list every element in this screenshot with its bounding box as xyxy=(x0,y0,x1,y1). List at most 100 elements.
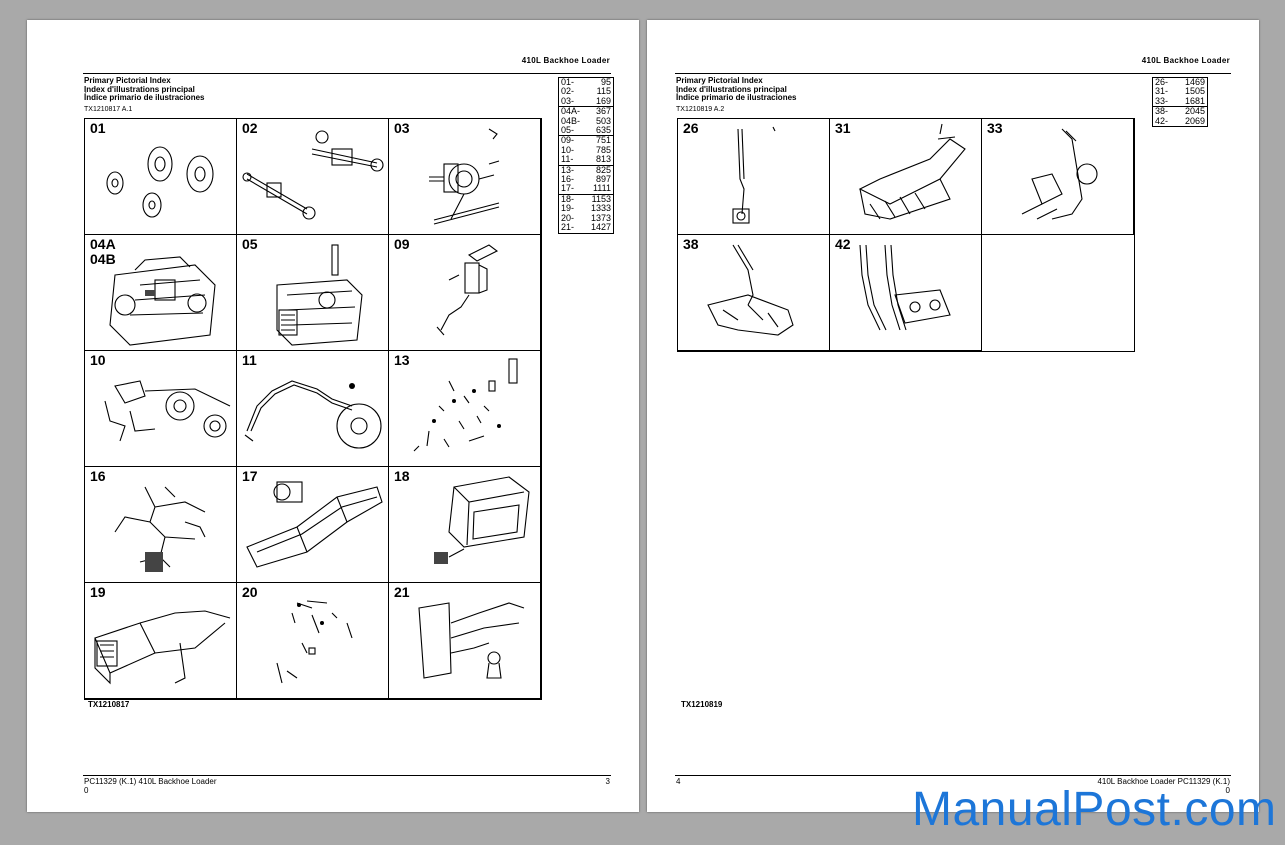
illustration-label: 31 xyxy=(835,120,851,136)
reference-row: 01-95 xyxy=(559,77,614,88)
tx-bottom-reference: TX1210819 xyxy=(681,700,723,709)
illustration-drawing xyxy=(106,146,214,218)
page-number: 3 xyxy=(605,777,610,786)
reference-page: 367 xyxy=(595,106,611,117)
footer-sub: 0 xyxy=(84,786,89,795)
illustration-label: 11 xyxy=(242,352,257,368)
header-rule xyxy=(675,73,1231,74)
illustration-drawing xyxy=(858,123,966,220)
header-rule xyxy=(83,73,611,74)
reference-section: 26- xyxy=(1155,77,1169,87)
index-heading-en: Primary Pictorial Index xyxy=(84,76,171,85)
reference-section: 03- xyxy=(561,95,575,106)
illustration-label: 13 xyxy=(394,352,410,368)
reference-page: 95 xyxy=(600,77,611,87)
reference-row: 18-1153 xyxy=(559,194,614,204)
illustration-drawing xyxy=(418,602,525,679)
illustration-label: 26 xyxy=(683,120,699,136)
reference-row: 05-635 xyxy=(559,125,614,136)
reference-row: 21-1427 xyxy=(559,222,614,233)
illustration-cell[interactable]: 17 xyxy=(237,467,389,583)
page-number: 4 xyxy=(676,777,681,786)
illustration-drawing xyxy=(109,256,216,346)
illustration-drawing xyxy=(276,244,363,346)
left-page: 410L Backhoe Loader Primary Pictorial In… xyxy=(27,20,639,812)
reference-page: 1153 xyxy=(591,193,611,204)
reference-row: 09-751 xyxy=(559,136,614,146)
reference-row: 19- 1333 xyxy=(559,203,614,214)
illustration-drawing xyxy=(429,128,500,225)
illustration-label: 21 xyxy=(394,584,410,600)
index-heading-es: Índice primario de ilustraciones xyxy=(676,93,797,102)
illustration-cell[interactable]: 13 xyxy=(389,351,541,467)
illustration-cell[interactable]: 02 xyxy=(237,119,389,235)
illustration-cell[interactable]: 10 xyxy=(85,351,237,467)
illustration-drawing xyxy=(859,244,951,331)
illustration-label: 18 xyxy=(394,468,410,484)
illustration-drawing xyxy=(276,600,353,684)
reference-row: 04B-503 xyxy=(559,116,614,126)
reference-section: 19- xyxy=(561,203,575,214)
reference-row: 17-1111 xyxy=(559,184,614,194)
illustration-cell[interactable]: 42 xyxy=(830,235,982,351)
index-heading-en: Primary Pictorial Index xyxy=(676,76,763,85)
illustration-drawing xyxy=(707,244,794,336)
illustration-cell[interactable]: 09 xyxy=(389,235,541,351)
illustration-label: 38 xyxy=(683,236,699,252)
illustration-cell[interactable]: 19 xyxy=(85,583,237,699)
reference-section: 04A- xyxy=(561,106,581,117)
reference-row: 11-813 xyxy=(559,155,614,165)
reference-page: 1505 xyxy=(1184,86,1205,97)
illustration-label: 05 xyxy=(242,236,258,252)
illustration-cell[interactable]: 16 xyxy=(85,467,237,583)
illustration-drawing xyxy=(246,481,383,568)
illustration-drawing xyxy=(436,244,499,336)
reference-row: 03-169 xyxy=(559,95,614,107)
illustration-cell[interactable]: 11 xyxy=(237,351,389,467)
index-heading-fr: Index d'illustrations principal xyxy=(676,84,787,94)
model-title: 410L Backhoe Loader xyxy=(1141,56,1230,65)
reference-page: 1333 xyxy=(590,203,611,214)
reference-section: 09- xyxy=(561,135,575,146)
illustration-cell[interactable]: 21 xyxy=(389,583,541,699)
illustration-drawing xyxy=(104,380,231,442)
reference-page: 1469 xyxy=(1184,77,1205,87)
tx-reference: TX1210819 A.2 xyxy=(676,106,725,113)
illustration-cell[interactable]: 18 xyxy=(389,467,541,583)
illustration-drawing xyxy=(242,130,384,220)
illustration-cell[interactable]: 31 xyxy=(830,119,982,235)
reference-page: 2045 xyxy=(1184,106,1205,117)
reference-row: 31-1505 xyxy=(1153,86,1208,97)
illustration-cell[interactable]: 26 xyxy=(678,119,830,235)
footer-sub: 0 xyxy=(1225,786,1230,795)
tx-bottom-reference: TX1210817 xyxy=(88,700,130,709)
illustration-cell[interactable]: 04A 04B xyxy=(85,235,237,351)
reference-page: 1681 xyxy=(1184,95,1205,106)
illustration-cell[interactable]: 20 xyxy=(237,583,389,699)
reference-row: 13-825 xyxy=(559,165,614,175)
reference-section: 10- xyxy=(561,144,575,155)
illustration-label: 04A 04B xyxy=(90,236,116,267)
footer-doc-id: PC11329 (K.1) 410L Backhoe Loader xyxy=(84,777,217,786)
reference-page: 897 xyxy=(595,174,611,185)
footer-left: PC11329 (K.1) 410L Backhoe Loader 0 xyxy=(84,777,217,795)
illustration-label: 42 xyxy=(835,236,851,252)
illustration-drawing xyxy=(434,476,530,564)
illustration-label: 10 xyxy=(90,352,106,368)
illustration-cell[interactable]: 38 xyxy=(678,235,830,351)
reference-page: 1111 xyxy=(592,183,611,194)
illustration-cell[interactable]: 05 xyxy=(237,235,389,351)
illustration-cell[interactable]: 03 xyxy=(389,119,541,235)
reference-section: 11- xyxy=(561,154,574,165)
illustration-label: 09 xyxy=(394,236,410,252)
reference-page: 2069 xyxy=(1184,115,1205,126)
illustration-cell[interactable]: 33 xyxy=(982,119,1134,235)
illustration-cell[interactable]: 01 xyxy=(85,119,237,235)
reference-section: 20- xyxy=(561,212,575,223)
